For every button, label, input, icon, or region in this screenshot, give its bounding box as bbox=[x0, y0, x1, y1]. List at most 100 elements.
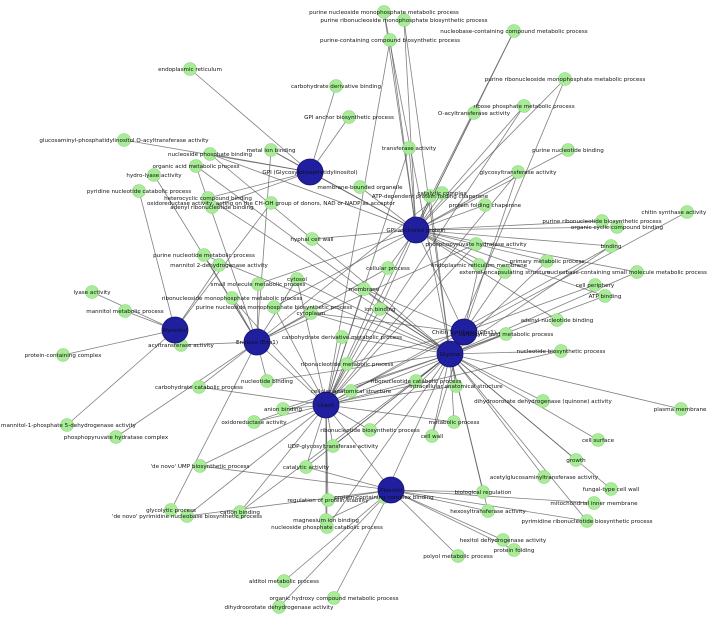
term-node-t31[interactable] bbox=[469, 237, 483, 251]
term-node-t13[interactable] bbox=[402, 141, 416, 155]
term-node-t56[interactable] bbox=[554, 344, 568, 358]
term-node-t49[interactable] bbox=[304, 306, 318, 320]
edge-t10-H2 bbox=[415, 112, 475, 231]
term-node-t95[interactable] bbox=[272, 600, 286, 614]
term-node-t20[interactable] bbox=[132, 184, 146, 198]
term-node-t37[interactable] bbox=[381, 261, 395, 275]
term-node-t66[interactable] bbox=[109, 430, 123, 444]
term-node-t2[interactable] bbox=[397, 13, 411, 27]
term-node-t4[interactable] bbox=[383, 33, 397, 47]
term-node-t34[interactable] bbox=[212, 258, 226, 272]
term-node-t55[interactable] bbox=[499, 327, 513, 341]
term-node-t43[interactable] bbox=[357, 282, 371, 296]
term-node-t88[interactable] bbox=[580, 514, 594, 528]
term-node-t79[interactable] bbox=[476, 485, 490, 499]
term-node-t36[interactable] bbox=[540, 254, 554, 268]
term-node-t77[interactable] bbox=[537, 470, 551, 484]
term-node-t45[interactable] bbox=[598, 289, 612, 303]
term-node-t72[interactable] bbox=[591, 433, 605, 447]
term-node-t47[interactable] bbox=[225, 291, 239, 305]
term-node-t89[interactable] bbox=[320, 520, 334, 534]
term-node-t91[interactable] bbox=[507, 543, 521, 557]
hub-node-H1[interactable] bbox=[296, 158, 324, 186]
term-node-t8[interactable] bbox=[517, 99, 531, 113]
term-node-t62[interactable] bbox=[449, 379, 463, 393]
term-node-t82[interactable] bbox=[180, 509, 194, 523]
term-node-t33[interactable] bbox=[197, 248, 211, 262]
term-node-t25[interactable] bbox=[205, 200, 219, 214]
term-node-t15[interactable] bbox=[203, 147, 217, 161]
term-node-t54[interactable] bbox=[335, 330, 349, 344]
term-node-t23[interactable] bbox=[264, 196, 278, 210]
term-node-t9[interactable] bbox=[342, 110, 356, 124]
term-node-t5[interactable] bbox=[183, 62, 197, 76]
term-node-t74[interactable] bbox=[569, 453, 583, 467]
term-node-t26[interactable] bbox=[478, 198, 492, 212]
term-node-t80[interactable] bbox=[587, 496, 601, 510]
term-node-t10[interactable] bbox=[467, 106, 481, 120]
term-node-t41[interactable] bbox=[251, 277, 265, 291]
term-node-t68[interactable] bbox=[447, 415, 461, 429]
hub-node-H8[interactable] bbox=[377, 476, 405, 504]
term-node-t84[interactable] bbox=[321, 493, 335, 507]
term-node-t44[interactable] bbox=[588, 278, 602, 292]
term-node-t78[interactable] bbox=[604, 482, 618, 496]
term-node-t71[interactable] bbox=[425, 429, 439, 443]
term-node-t30[interactable] bbox=[305, 232, 319, 246]
term-node-t16[interactable] bbox=[189, 159, 203, 173]
term-node-t46[interactable] bbox=[118, 304, 132, 318]
hub-node-H6[interactable] bbox=[312, 391, 340, 419]
term-node-t17[interactable] bbox=[147, 168, 161, 182]
term-node-t59[interactable] bbox=[409, 374, 423, 388]
term-node-t7[interactable] bbox=[329, 79, 343, 93]
term-node-t64[interactable] bbox=[536, 394, 550, 408]
term-node-t93[interactable] bbox=[277, 574, 291, 588]
hub-node-H3[interactable] bbox=[161, 316, 189, 344]
term-node-t52[interactable] bbox=[56, 348, 70, 362]
term-node-t27[interactable] bbox=[680, 205, 694, 219]
term-node-t57[interactable] bbox=[340, 357, 354, 371]
term-node-t29[interactable] bbox=[610, 220, 624, 234]
term-node-t58[interactable] bbox=[60, 418, 74, 432]
term-node-t67[interactable] bbox=[276, 402, 290, 416]
term-node-t69[interactable] bbox=[247, 415, 261, 429]
term-node-t90[interactable] bbox=[496, 533, 510, 547]
term-node-t42[interactable] bbox=[85, 285, 99, 299]
term-node-t28[interactable] bbox=[595, 214, 609, 228]
term-node-t73[interactable] bbox=[326, 439, 340, 453]
term-node-t32[interactable] bbox=[604, 239, 618, 253]
term-node-t51[interactable] bbox=[550, 313, 564, 327]
hub-node-H7[interactable] bbox=[436, 340, 464, 368]
hub-node-H4[interactable] bbox=[243, 328, 271, 356]
term-node-t3[interactable] bbox=[507, 24, 521, 38]
term-node-t14[interactable] bbox=[561, 143, 575, 157]
term-node-t86[interactable] bbox=[481, 504, 495, 518]
term-node-t92[interactable] bbox=[451, 549, 465, 563]
term-node-t35[interactable] bbox=[472, 258, 486, 272]
term-label-t22: heterocyclic compound binding bbox=[164, 196, 252, 202]
term-node-t65[interactable] bbox=[674, 402, 688, 416]
term-node-t12[interactable] bbox=[264, 143, 278, 157]
term-node-t48[interactable] bbox=[267, 300, 281, 314]
term-node-t63[interactable] bbox=[260, 374, 274, 388]
term-node-t70[interactable] bbox=[363, 423, 377, 437]
term-node-t83[interactable] bbox=[233, 505, 247, 519]
term-node-t75[interactable] bbox=[193, 459, 207, 473]
term-node-t50[interactable] bbox=[373, 302, 387, 316]
term-node-t76[interactable] bbox=[299, 460, 313, 474]
term-node-t81[interactable] bbox=[164, 503, 178, 517]
term-node-t39[interactable] bbox=[630, 265, 644, 279]
term-node-t21[interactable] bbox=[423, 189, 437, 203]
term-node-t18[interactable] bbox=[353, 180, 367, 194]
hub-node-H5[interactable] bbox=[450, 318, 478, 346]
term-node-t24[interactable] bbox=[511, 165, 525, 179]
term-node-t61[interactable] bbox=[344, 384, 358, 398]
term-node-t6[interactable] bbox=[558, 72, 572, 86]
term-node-t40[interactable] bbox=[290, 272, 304, 286]
term-node-t1[interactable] bbox=[377, 5, 391, 19]
term-node-t60[interactable] bbox=[192, 380, 206, 394]
hub-node-H2[interactable] bbox=[402, 216, 430, 244]
term-node-t38[interactable] bbox=[498, 265, 512, 279]
term-node-t11[interactable] bbox=[117, 133, 131, 147]
term-node-t94[interactable] bbox=[327, 591, 341, 605]
